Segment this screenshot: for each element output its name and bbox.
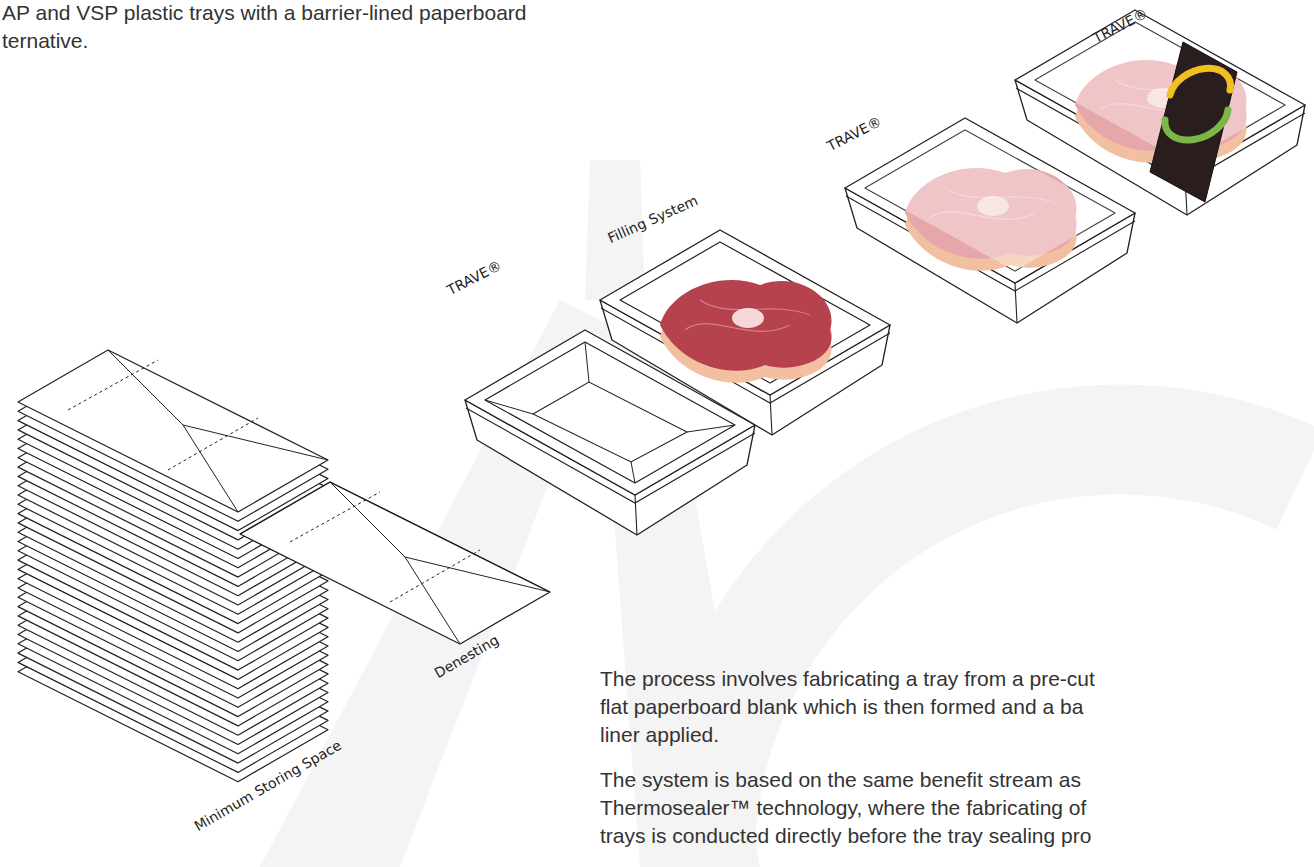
- sleeved-tray: [1015, 10, 1305, 215]
- body-text: liner applied.: [600, 722, 719, 747]
- blank-stack: [18, 350, 328, 782]
- body-text: trays is conducted directly before the t…: [600, 823, 1091, 848]
- filled-tray: [600, 230, 890, 435]
- body-text: Thermosealer™ technology, where the fabr…: [600, 795, 1086, 820]
- flat-blank: [240, 482, 550, 644]
- step-label: TRAVE®: [444, 257, 504, 299]
- body-text: flat paperboard blank which is then form…: [600, 694, 1083, 719]
- body-text: ternative.: [2, 28, 88, 53]
- body-text: TRAVE®: [824, 113, 884, 155]
- body-text: AP and VSP plastic trays with a barrier-…: [2, 0, 527, 25]
- body-text: The system is based on the same benefit …: [600, 767, 1081, 792]
- stacked-blank: [18, 350, 328, 512]
- body-text: The process involves fabricating a tray …: [600, 666, 1095, 691]
